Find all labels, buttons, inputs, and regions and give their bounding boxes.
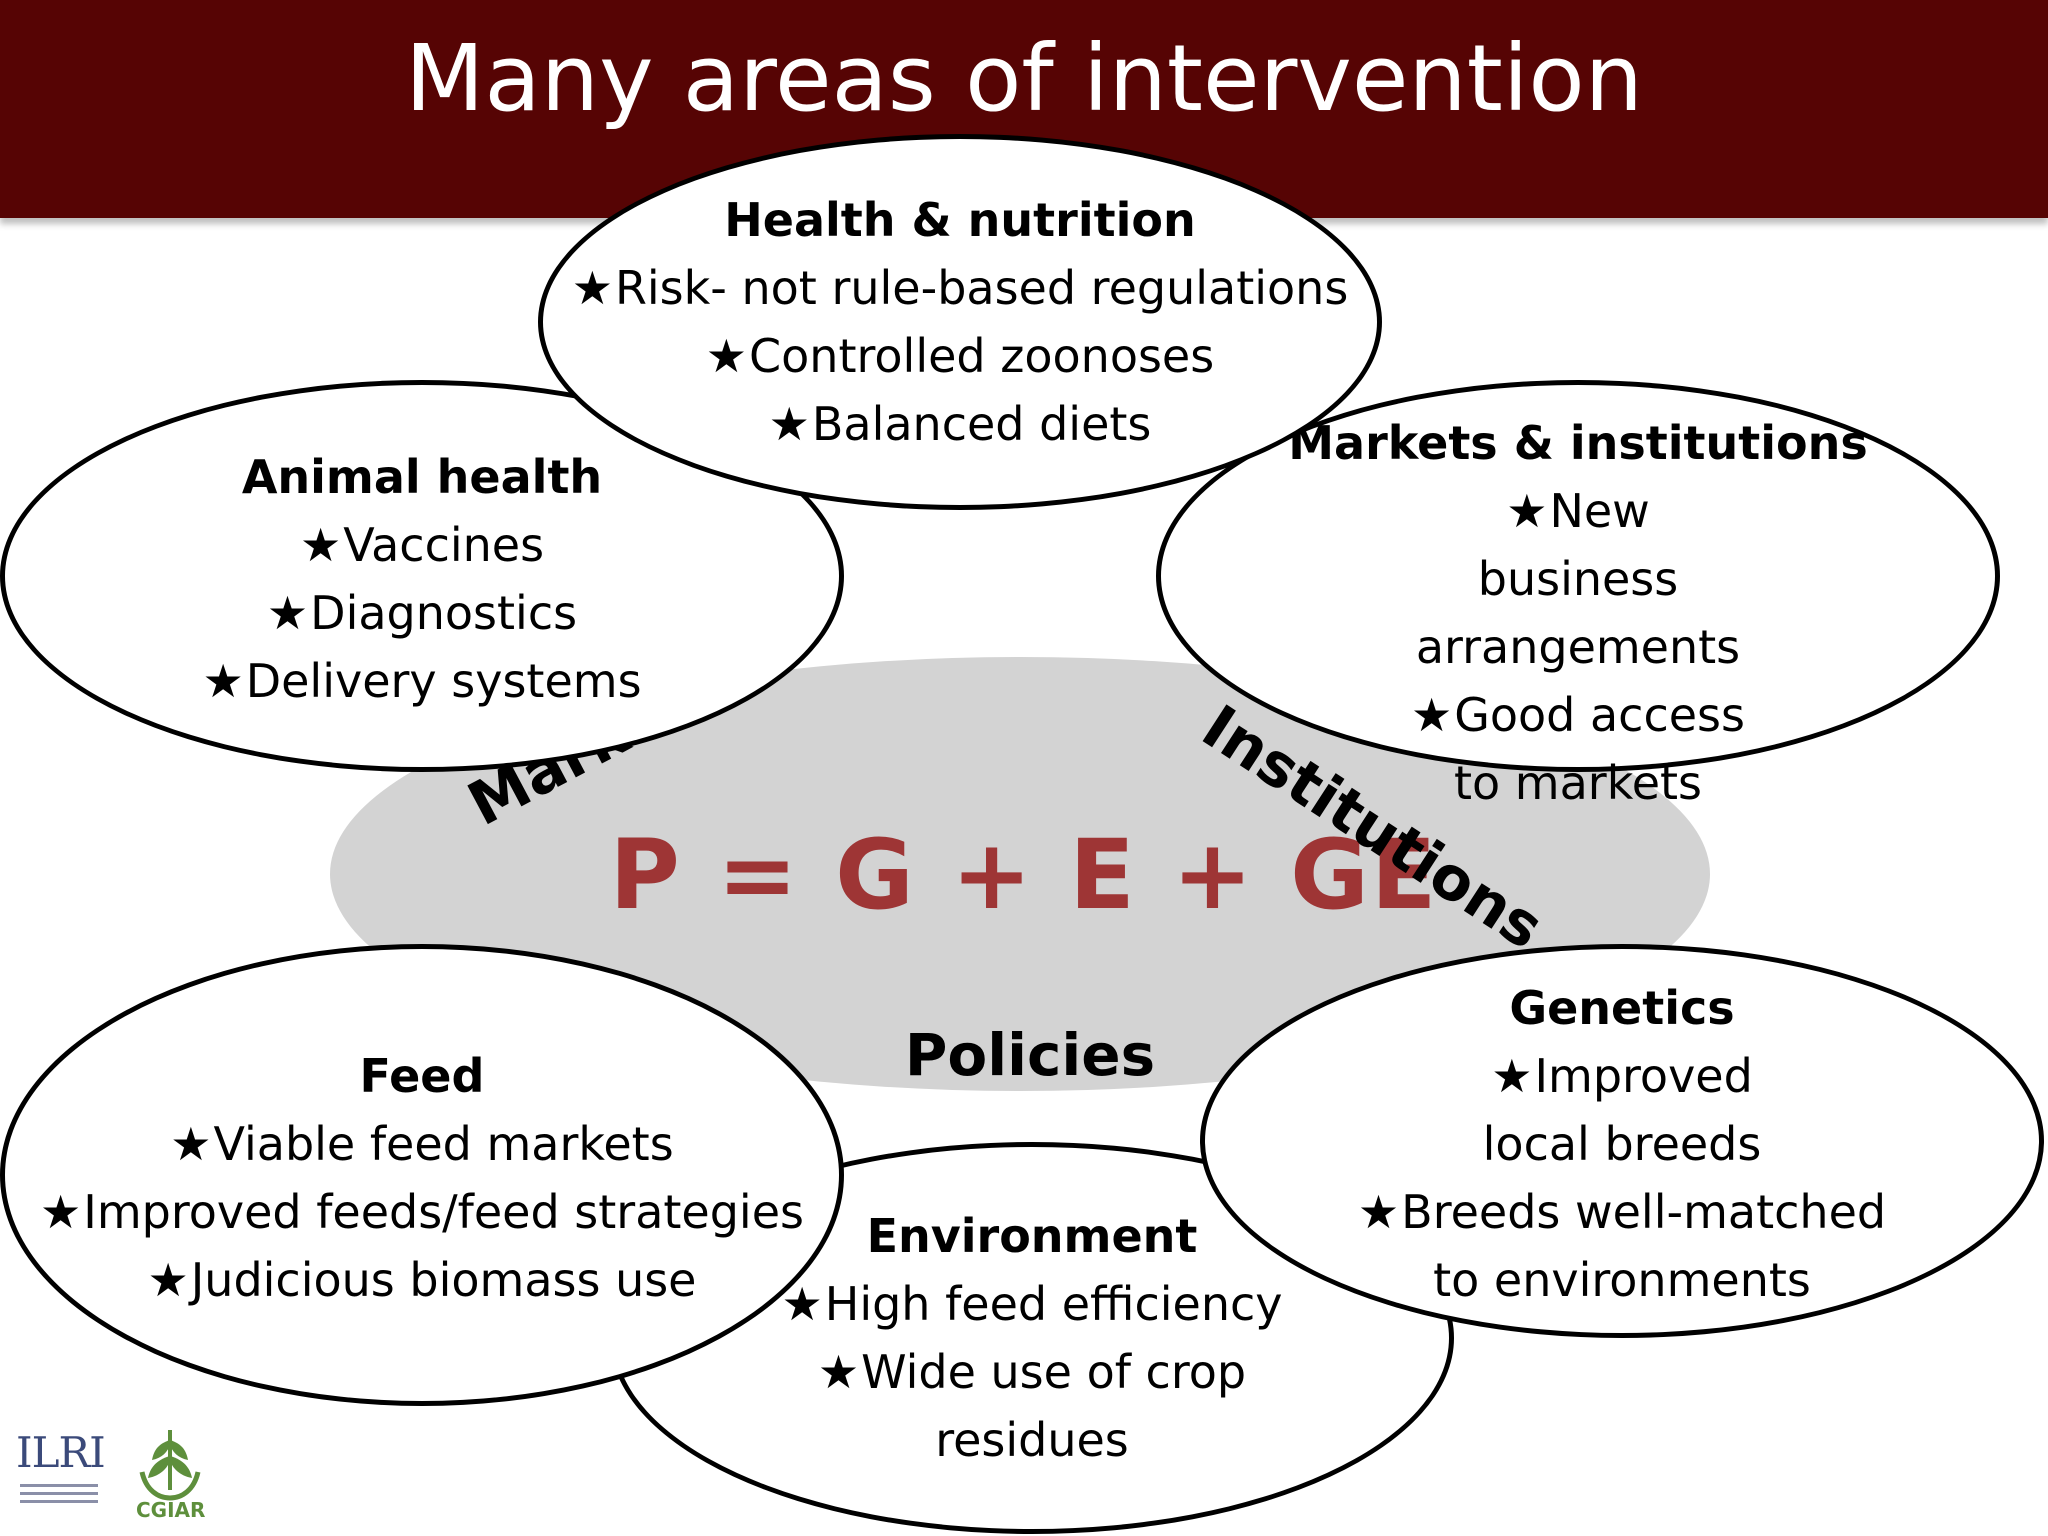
animal-health-item: ★Delivery systems (202, 654, 642, 708)
cgiar-logo-icon (139, 1430, 201, 1501)
equation: P = G + E + GE (609, 819, 1439, 931)
health-nutrition-text: Health & nutrition ★Risk- not rule-based… (538, 186, 1382, 458)
star-icon: ★ (705, 329, 748, 383)
genetics-heading: Genetics (1509, 981, 1735, 1035)
star-icon: ★ (1410, 688, 1453, 742)
star-icon: ★ (768, 397, 810, 451)
environment-item: ★High feed efficiency (781, 1277, 1283, 1331)
feed-item: ★Viable feed markets (170, 1117, 674, 1171)
star-icon: ★ (817, 1345, 860, 1399)
health-nutrition-item: ★Balanced diets (768, 397, 1152, 451)
feed-item: ★Judicious biomass use (147, 1253, 697, 1307)
animal-health-item: ★Diagnostics (266, 586, 578, 640)
environment-heading: Environment (866, 1209, 1198, 1263)
health-nutrition-item: ★Risk- not rule-based regulations (571, 261, 1349, 315)
ilri-subtitle-mark (20, 1484, 98, 1503)
star-icon: ★ (266, 586, 309, 640)
health-nutrition-item: ★Controlled zoonoses (705, 329, 1215, 383)
markets-institutions-item: ★New business arrangements (1415, 484, 1741, 674)
star-icon: ★ (170, 1117, 212, 1171)
animal-health-text: Animal health ★Vaccines ★Diagnostics ★De… (20, 443, 824, 715)
feed-heading: Feed (359, 1049, 485, 1103)
star-icon: ★ (202, 654, 244, 708)
health-nutrition-heading: Health & nutrition (724, 193, 1196, 247)
genetics-oval (1200, 944, 2044, 1338)
star-icon: ★ (1357, 1185, 1400, 1239)
star-icon: ★ (571, 261, 613, 315)
environment-text: Environment ★High feed efficiency ★Wide … (610, 1202, 1454, 1474)
genetics-item: ★Breeds well-matched to environments (1357, 1185, 1887, 1307)
markets-institutions-item: ★Good access to markets (1410, 688, 1745, 810)
genetics-text: Genetics ★Improved local breeds ★Breeds … (1200, 974, 2044, 1314)
star-icon: ★ (147, 1253, 189, 1307)
feed-text: Feed ★Viable feed markets ★Improved feed… (0, 1042, 844, 1314)
star-icon: ★ (1506, 484, 1548, 538)
animal-health-item: ★Vaccines (299, 518, 545, 572)
health-nutrition-oval (538, 134, 1382, 510)
animal-health-heading: Animal health (241, 450, 603, 504)
star-icon: ★ (1491, 1049, 1533, 1103)
markets-institutions-heading: Markets & institutions (1288, 416, 1868, 470)
feed-oval (0, 944, 844, 1406)
slide-title: Many areas of intervention (405, 25, 1643, 132)
policies-label: Policies (904, 1021, 1156, 1089)
star-icon: ★ (40, 1185, 82, 1239)
star-icon: ★ (299, 518, 342, 572)
markets-institutions-text: Markets & institutions ★New business arr… (1156, 409, 2000, 817)
markets-institutions-oval (1156, 380, 2000, 772)
environment-item: ★Wide use of crop residues (817, 1345, 1247, 1467)
feed-item: ★Improved feeds/feed strategies (40, 1185, 804, 1239)
genetics-item: ★Improved local breeds (1482, 1049, 1762, 1171)
cgiar-logo-text: CGIAR (136, 1498, 206, 1522)
ilri-logo: ILRI (16, 1428, 106, 1477)
